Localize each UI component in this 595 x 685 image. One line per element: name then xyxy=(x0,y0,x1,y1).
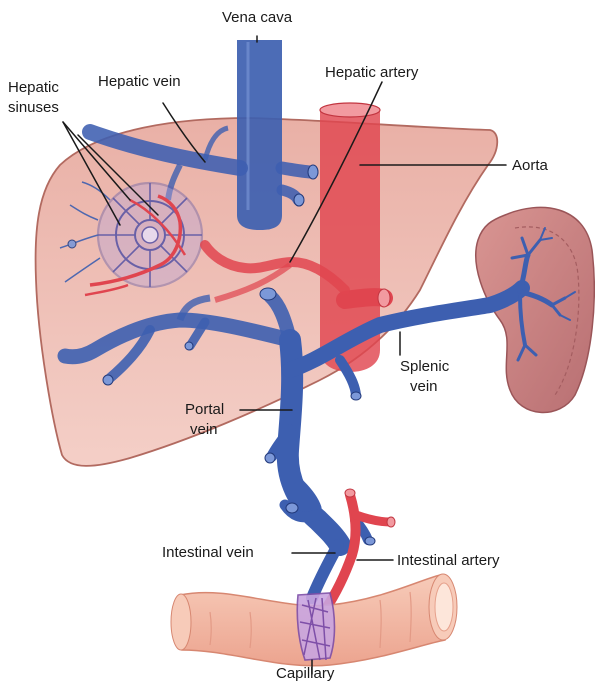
label-hepatic-sinuses-line1: Hepatic xyxy=(8,79,59,96)
label-intestinal-artery: Intestinal artery xyxy=(397,552,500,569)
splenic-vein-branch-opening xyxy=(351,392,361,400)
hepatic-vein-right xyxy=(282,168,312,172)
hepatic-vein-opening xyxy=(308,165,318,179)
celiac-opening xyxy=(378,289,390,307)
label-capillary: Capillary xyxy=(276,665,335,682)
intestinal-artery-branch xyxy=(356,515,390,522)
hepatic-vein-branch-opening xyxy=(294,194,304,206)
portal-vein-side-branch-1-opening xyxy=(265,453,275,463)
label-splenic-vein-line2: vein xyxy=(410,378,438,395)
label-portal-vein-line1: Portal xyxy=(185,401,224,418)
label-portal-vein-line2: vein xyxy=(190,421,218,438)
portal-vein-right-stub-opening xyxy=(365,537,375,545)
label-aorta: Aorta xyxy=(512,157,549,174)
portal-vein-sub-branch-2-opening xyxy=(185,342,193,350)
vena-cava xyxy=(237,40,282,230)
intestinal-artery-branch-opening xyxy=(387,517,395,527)
label-hepatic-sinuses-line2: sinuses xyxy=(8,99,59,116)
portal-vein-upper-opening xyxy=(260,288,276,300)
intestinal-artery-top-opening xyxy=(345,489,355,497)
capillary-network xyxy=(297,593,334,660)
label-splenic-vein-line1: Splenic xyxy=(400,358,450,375)
label-hepatic-vein: Hepatic vein xyxy=(98,73,181,90)
label-intestinal-vein: Intestinal vein xyxy=(162,544,254,561)
label-vena-cava: Vena cava xyxy=(222,9,293,26)
intestine-left-end xyxy=(171,594,191,650)
portal-vein-side-branch-3-opening xyxy=(286,503,298,513)
portal-vein-sub-branch-1-opening xyxy=(103,375,113,385)
label-hepatic-artery: Hepatic artery xyxy=(325,64,419,81)
intestine-right-lumen xyxy=(435,583,453,631)
